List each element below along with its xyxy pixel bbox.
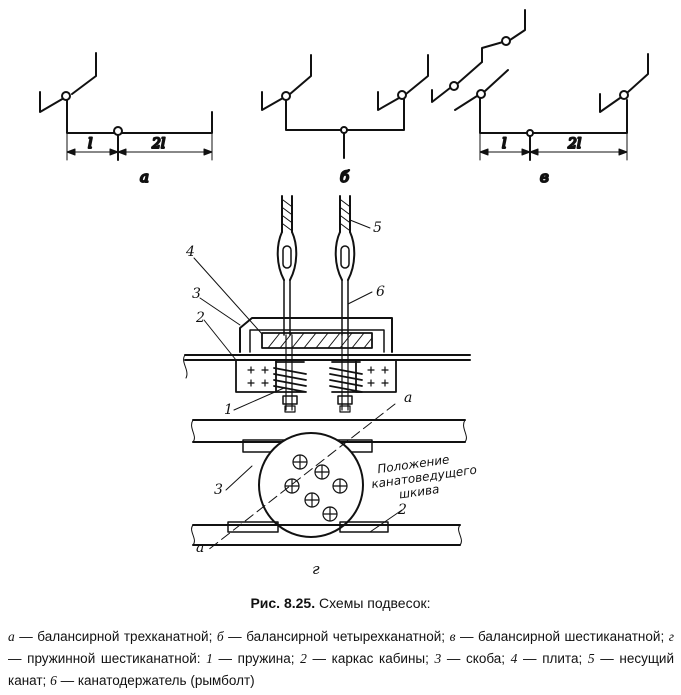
dim-2l-a: 2l [151, 136, 165, 152]
legend-text: — каркас кабины; [306, 651, 435, 666]
pivot-a-left [61, 91, 71, 101]
num-5: 5 [373, 220, 382, 236]
legend-key: 3 [434, 651, 442, 666]
num-3-plan: 3 [214, 482, 223, 498]
dim-2l-v: 2l [567, 136, 581, 152]
rope-right [334, 195, 356, 336]
rope-v-2 [431, 49, 483, 103]
rope-v-1 [454, 69, 509, 111]
legend-text: — балансирной трехканатной; [14, 629, 217, 644]
leader-1 [233, 387, 285, 411]
spring-right [329, 334, 363, 413]
legend-text: — несущий канат; [8, 651, 675, 688]
bracket [239, 317, 393, 353]
legend-key: 1 [206, 651, 213, 666]
suspension-diagrams: l 2l а б l 2l в [39, 9, 649, 578]
legend-key: 6 [50, 673, 57, 688]
legend-text: — скоба; [441, 651, 511, 666]
rope-b-right [377, 54, 429, 111]
legend-key: 4 [510, 651, 518, 666]
legend-key: 2 [300, 651, 307, 666]
num-4: 4 [185, 244, 195, 260]
scheme-v [431, 9, 649, 161]
section-mark-top: а [404, 390, 412, 406]
legend-text: — балансирной шестиканатной; [455, 629, 669, 644]
leader-5 [349, 219, 371, 229]
label-a: а [140, 168, 149, 186]
figure-legend: а — балансирной трехканатной; б — баланс… [8, 626, 674, 692]
rope-v-4 [599, 53, 649, 113]
num-6: 6 [376, 284, 385, 300]
beam-b [285, 95, 405, 131]
legend-text: — пружина; [212, 651, 301, 666]
leader-6 [347, 291, 373, 305]
dim-l-v: l [502, 136, 506, 152]
section-mark-bottom: а [196, 540, 204, 556]
num-3: 3 [192, 286, 201, 302]
legend-text: — пружинной шестиканатной: [8, 651, 207, 666]
scheme-b [261, 54, 429, 159]
leader-2 [203, 319, 237, 361]
caption-prefix: Рис. 8.25. [250, 595, 316, 611]
sheave-outline [258, 432, 364, 538]
rope-left [276, 195, 298, 336]
legend-key: б [216, 629, 224, 644]
figure-caption: Рис. 8.25. Схемы подвесок: [0, 595, 681, 611]
leader-4 [193, 257, 263, 335]
legend-key: а [8, 629, 15, 644]
frame-block-right [355, 359, 397, 393]
plan-view [191, 403, 467, 551]
legend-key: в [449, 629, 456, 644]
section-line [207, 403, 396, 551]
num-2: 2 [195, 310, 205, 326]
rope-b-left [261, 54, 312, 111]
legend-text: — балансирной четырехканатной; [223, 629, 450, 644]
label-b: б [340, 168, 350, 186]
plate [261, 332, 373, 349]
pivot-a-center [113, 126, 123, 136]
legend-key: г [668, 629, 674, 644]
num-2-plan: 2 [397, 502, 407, 518]
legend-key: 5 [587, 651, 595, 666]
spring-left [273, 334, 307, 413]
label-g: г [312, 560, 320, 578]
beam-v [479, 95, 628, 134]
caption-text: Схемы подвесок: [315, 595, 431, 611]
legend-text: — канатодержатель (рымболт) [56, 673, 255, 688]
beam-lower [192, 524, 461, 546]
rope-v-3 [481, 9, 526, 63]
sheave-note-3: шкива [398, 482, 440, 501]
beam-a [66, 99, 213, 134]
dim-l-a: l [88, 136, 92, 152]
num-1: 1 [224, 402, 233, 418]
frame-block-left [235, 359, 277, 393]
scheme-a [39, 52, 213, 161]
rope-a-left [39, 52, 97, 113]
legend-text: — плита; [517, 651, 588, 666]
label-v: в [540, 168, 549, 186]
cabin-frame-top [184, 354, 471, 361]
leader-3 [199, 297, 241, 326]
